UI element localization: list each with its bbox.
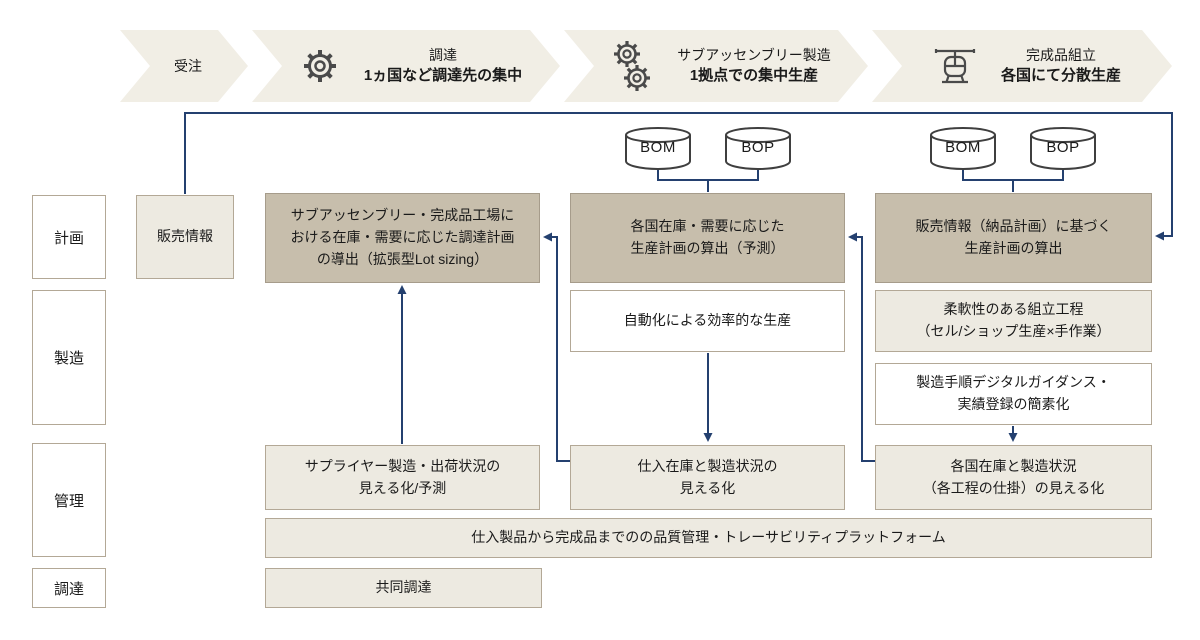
cell-plan-sales: 販売情報（納品計画）に基づく 生産計画の算出 (875, 193, 1152, 283)
cell-joint-procurement: 共同調達 (265, 568, 542, 608)
database-label: BOP (1046, 139, 1080, 156)
cell-mgmt-country: 各国在庫と製造状況 （各工程の仕掛）の見える化 (875, 445, 1152, 510)
cell-mgmt-purchase: 仕入在庫と製造状況の 見える化 (570, 445, 845, 510)
row-label-management: 管理 (32, 443, 106, 557)
cell-mgmt-quality-platform: 仕入製品から完成品までのの品質管理・トレーサビリティプラットフォーム (265, 518, 1152, 558)
connector-country-to-plan-country (848, 232, 875, 462)
bop-database-icon: BOP (724, 126, 792, 172)
connector-purchase-to-plan-procurement (543, 232, 570, 462)
bom-database-icon: BOM (624, 126, 692, 172)
database-label: BOM (640, 139, 676, 156)
flow-step-title: 完成品組立 (1025, 46, 1096, 63)
flow-step-subtitle: 各国にて分散生産 (1000, 67, 1121, 85)
cell-mgmt-supplier: サプライヤー製造・出荷状況の 見える化/予測 (265, 445, 540, 510)
bop-database-icon: BOP (1029, 126, 1097, 172)
flow-step-subtitle: 1ヵ国など調達先の集中 (363, 67, 523, 85)
database-label: BOP (741, 139, 775, 156)
cell-plan-procurement: サブアッセンブリー・完成品工場に おける在庫・需要に応じた調達計画 の導出（拡張… (265, 193, 540, 283)
flow-step-order: 受注 (120, 30, 248, 102)
flow-step-title: サブアッセンブリー製造 (677, 46, 831, 63)
gear-icon (298, 44, 342, 88)
row-label-procurement: 調達 (32, 568, 106, 608)
database-label: BOM (945, 139, 981, 156)
gears-icon (609, 40, 655, 92)
cell-mfg-flexible: 柔軟性のある組立工程 （セル/ショップ生産×手作業） (875, 290, 1152, 352)
row-label-plan: 計画 (32, 195, 106, 279)
helicopter-icon (931, 45, 979, 87)
cell-plan-country: 各国在庫・需要に応じた 生産計画の算出（予測） (570, 193, 845, 283)
cell-mfg-automation: 自動化による効率的な生産 (570, 290, 845, 352)
bom-database-icon: BOM (929, 126, 997, 172)
flow-step-subtitle: 1拠点での集中生産 (689, 67, 819, 85)
flow-step-final-assembly: 完成品組立 各国にて分散生産 (872, 30, 1172, 102)
flow-step-title: 受注 (174, 57, 202, 74)
row-label-manufacturing: 製造 (32, 290, 106, 425)
cell-sales-info: 販売情報 (136, 195, 234, 279)
flow-step-subassembly: サブアッセンブリー製造 1拠点での集中生産 (564, 30, 868, 102)
flow-step-title: 調達 (429, 46, 457, 63)
flow-step-procurement: 調達 1ヵ国など調達先の集中 (252, 30, 560, 102)
cell-mfg-digital: 製造手順デジタルガイダンス・ 実績登録の簡素化 (875, 363, 1152, 425)
